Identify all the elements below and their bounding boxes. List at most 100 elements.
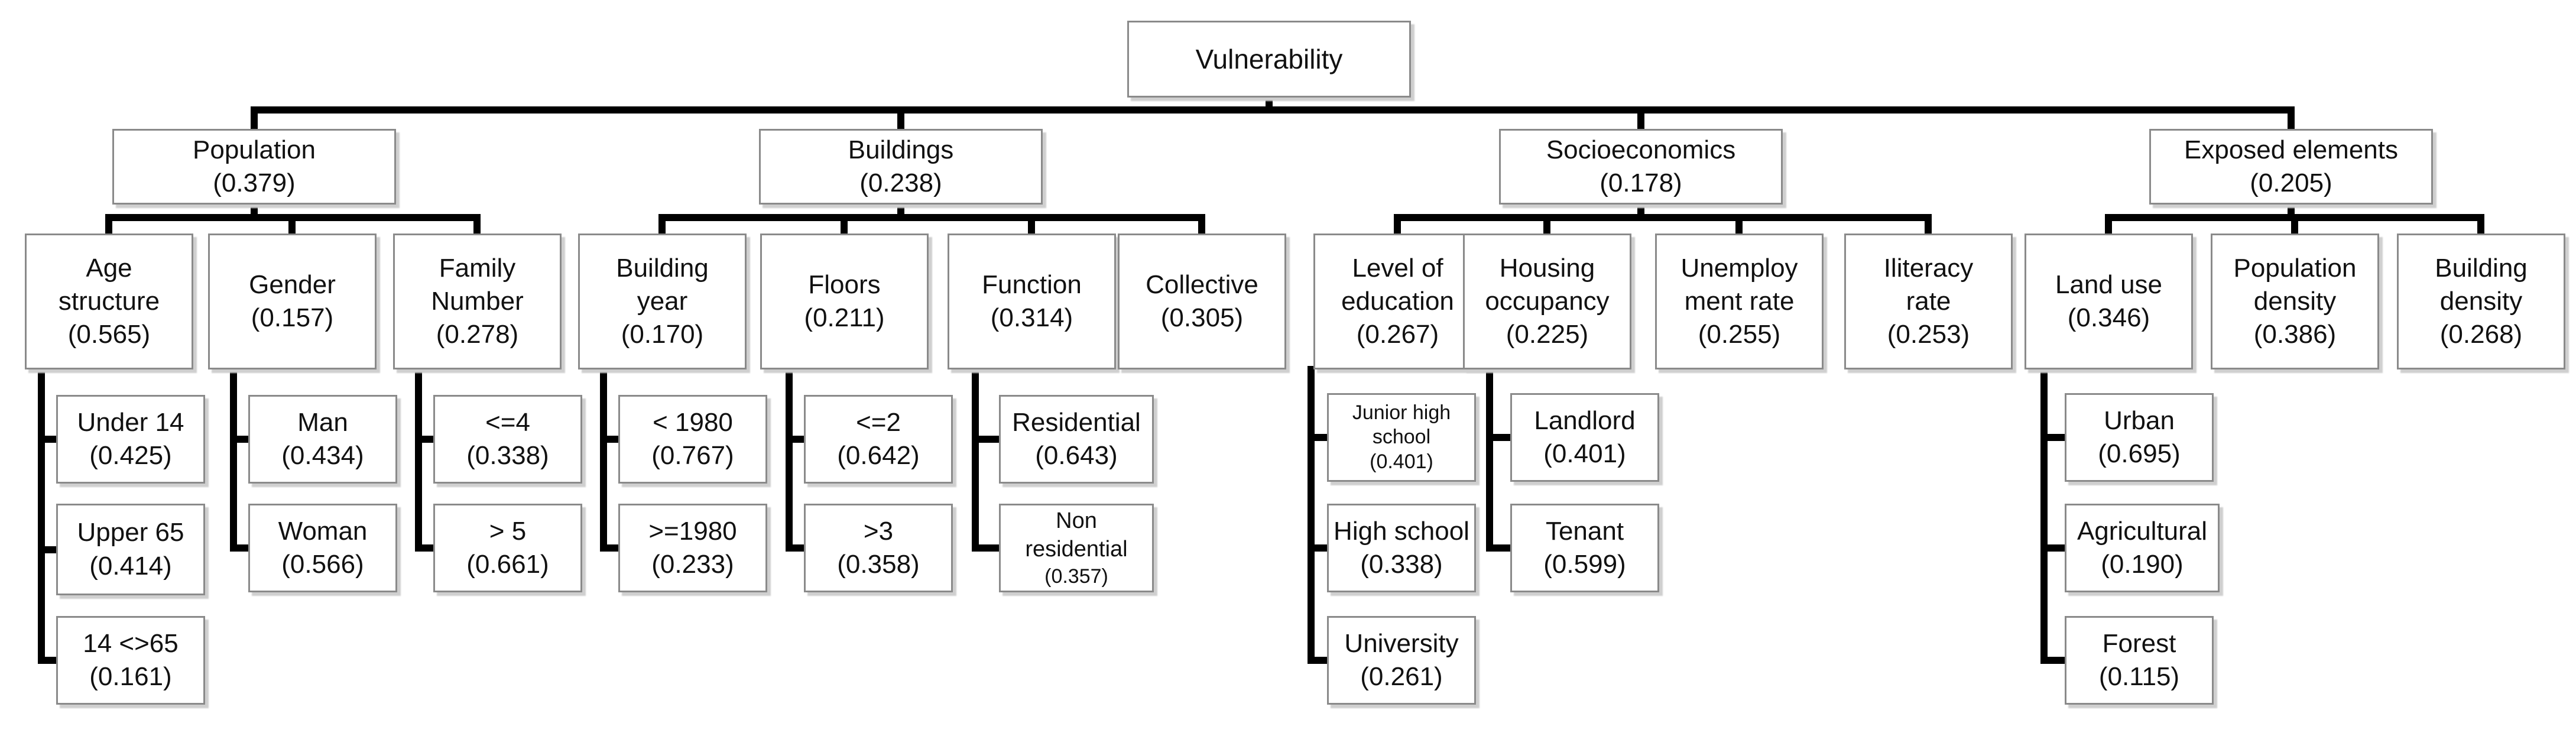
node-weight: (0.261) (1360, 662, 1443, 691)
node-weight: (0.358) (837, 550, 920, 579)
node-weight: (0.190) (2101, 550, 2184, 579)
node-floors-le-2: <=2 (0.642) (804, 395, 953, 484)
node-weight: (0.767) (651, 441, 734, 470)
node-landlord: Landlord (0.401) (1510, 393, 1659, 482)
node-name: > 5 (489, 516, 527, 546)
node-iliteracy-rate: Iliteracy rate (0.253) (1844, 234, 2013, 369)
node-function: Function (0.314) (948, 234, 1116, 369)
node-gender: Gender (0.157) (208, 234, 377, 369)
node-weight: (0.338) (466, 441, 549, 470)
node-weight: (0.115) (2098, 662, 2180, 691)
node-name: <=4 (485, 407, 530, 437)
node-junior-high-school: Junior high school (0.401) (1327, 393, 1476, 482)
node-weight: (0.255) (1698, 320, 1781, 349)
node-name: Building year (616, 253, 709, 316)
node-name: Collective (1146, 270, 1258, 299)
node-weight: (0.386) (2253, 320, 2337, 349)
node-name: Level of education (1341, 253, 1454, 316)
node-housing-occupancy: Housing occupancy (0.225) (1463, 234, 1631, 369)
node-building-density: Building density (0.268) (2397, 234, 2565, 369)
node-man: Man (0.434) (248, 395, 397, 484)
node-name: < 1980 (653, 407, 733, 437)
node-name: Gender (249, 270, 336, 299)
node-residential: Residential (0.643) (999, 395, 1154, 484)
node-name: 14 <>65 (83, 628, 179, 658)
node-weight: (0.695) (2098, 439, 2181, 468)
node-weight: (0.642) (837, 441, 920, 470)
node-family-le-4: <=4 (0.338) (433, 395, 582, 484)
node-unemployment-rate: Unemploy ment rate (0.255) (1655, 234, 1824, 369)
node-name: Residential (1012, 407, 1141, 437)
node-name: Woman (278, 516, 368, 546)
node-after-1980: >=1980 (0.233) (618, 504, 767, 592)
node-buildings: Buildings (0.238) (759, 129, 1043, 205)
node-weight: (0.401) (1543, 439, 1626, 468)
node-non-residential: Non residential (0.357) (999, 504, 1154, 592)
node-weight: (0.425) (89, 441, 172, 470)
node-before-1980: < 1980 (0.767) (618, 395, 767, 484)
node-weight: (0.314) (990, 303, 1073, 332)
node-collective: Collective (0.305) (1118, 234, 1286, 369)
node-name: Building density (2435, 253, 2528, 316)
node-weight: (0.161) (89, 662, 172, 691)
node-name: Floors (808, 270, 881, 299)
node-name: Man (297, 407, 348, 437)
node-name: Socioeconomics (1546, 135, 1736, 164)
node-weight: (0.338) (1360, 550, 1443, 579)
node-weight: (0.178) (1600, 168, 1682, 197)
node-weight: (0.305) (1160, 303, 1244, 332)
node-weight: (0.268) (2439, 320, 2523, 349)
node-building-year: Building year (0.170) (578, 234, 747, 369)
node-population-density: Population density (0.386) (2211, 234, 2379, 369)
node-name: Population (193, 135, 316, 164)
node-family-gt-5: > 5 (0.661) (433, 504, 582, 592)
node-high-school: High school (0.338) (1327, 504, 1476, 592)
node-name: Under 14 (77, 407, 184, 437)
node-name: Unemploy ment rate (1680, 253, 1798, 316)
node-name: Buildings (848, 135, 954, 164)
node-name: Forest (2102, 628, 2176, 658)
node-agricultural: Agricultural (0.190) (2065, 504, 2220, 592)
node-university: University (0.261) (1327, 616, 1476, 705)
node-weight: (0.205) (2250, 168, 2332, 197)
node-name: Agricultural (2077, 516, 2208, 546)
node-urban: Urban (0.695) (2065, 393, 2214, 482)
node-name: Vulnerability (1195, 43, 1343, 74)
node-weight: (0.379) (213, 168, 296, 197)
node-weight: (0.566) (281, 550, 364, 579)
node-name: Landlord (1534, 406, 1636, 435)
node-age-structure: Age structure (0.565) (25, 234, 193, 369)
node-weight: (0.253) (1887, 320, 1970, 349)
node-weight: (0.599) (1543, 550, 1626, 579)
node-weight: (0.434) (281, 441, 364, 470)
node-family-number: Family Number (0.278) (393, 234, 562, 369)
node-name: High school (1334, 516, 1469, 546)
node-weight: (0.643) (1035, 441, 1118, 470)
node-weight: (0.357) (1044, 565, 1108, 588)
node-weight: (0.346) (2067, 303, 2150, 332)
node-name: University (1344, 628, 1459, 658)
node-name: Family Number (431, 253, 524, 316)
node-name: Exposed elements (2184, 135, 2398, 164)
node-name: Function (982, 270, 1082, 299)
node-name: Non residential (1025, 508, 1128, 562)
node-woman: Woman (0.566) (248, 504, 397, 592)
node-weight: (0.278) (436, 320, 519, 349)
node-weight: (0.401) (1370, 450, 1433, 473)
node-vulnerability: Vulnerability (1127, 21, 1411, 98)
node-under-14: Under 14 (0.425) (56, 395, 205, 484)
node-weight: (0.661) (466, 550, 549, 579)
node-tenant: Tenant (0.599) (1510, 504, 1659, 592)
node-weight: (0.233) (651, 550, 734, 579)
node-weight: (0.225) (1506, 320, 1589, 349)
node-name: <=2 (856, 407, 901, 437)
node-weight: (0.414) (89, 551, 172, 581)
node-socioeconomics: Socioeconomics (0.178) (1499, 129, 1783, 205)
node-population: Population (0.379) (112, 129, 396, 205)
node-name: Urban (2104, 406, 2175, 435)
node-floors: Floors (0.211) (760, 234, 929, 369)
node-weight: (0.170) (621, 320, 704, 349)
node-level-of-education: Level of education (0.267) (1313, 234, 1482, 369)
